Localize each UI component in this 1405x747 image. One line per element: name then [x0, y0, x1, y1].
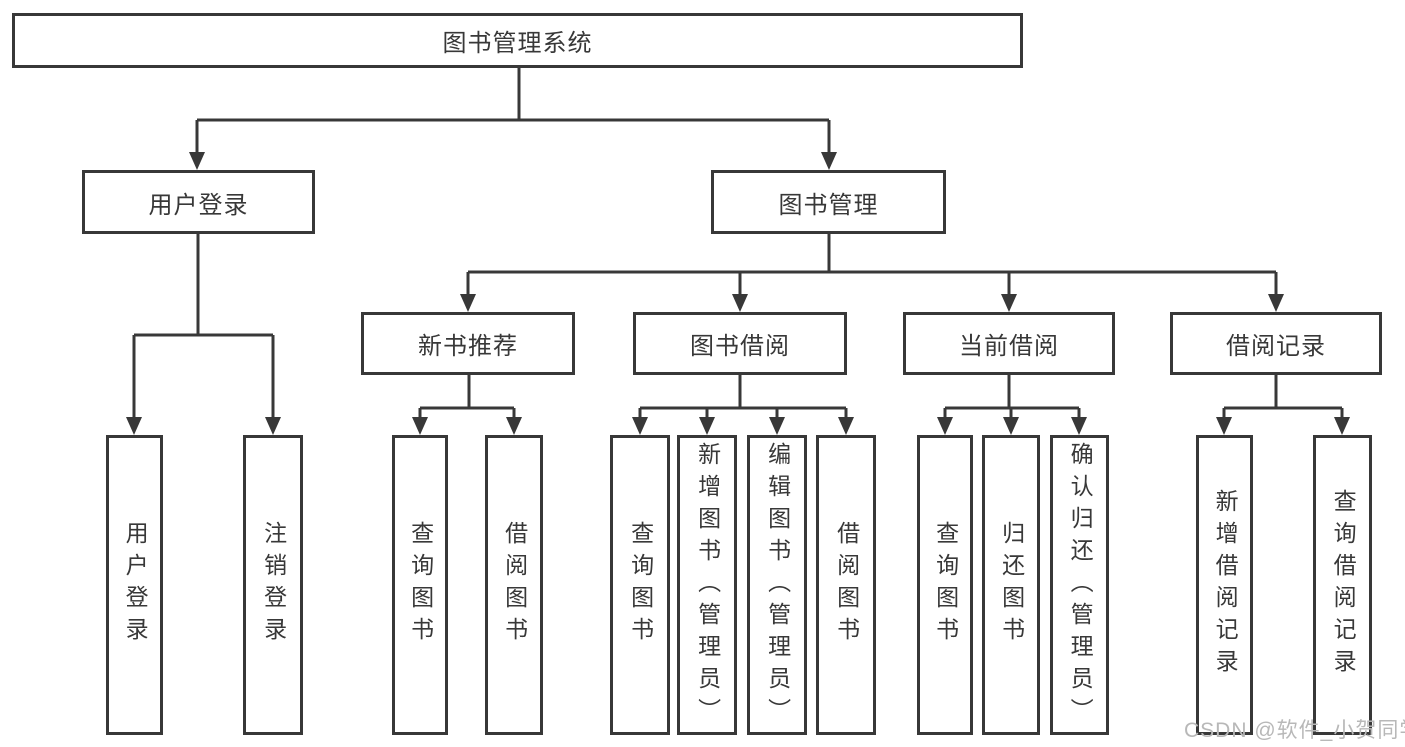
- leaf-edit-books-admin: 编辑图书（管理员）: [747, 435, 807, 735]
- node-borrowing-records: 借阅记录: [1170, 312, 1382, 375]
- leaf-query-books-current: 查询图书: [917, 435, 973, 735]
- connector-current-borrowing: [943, 373, 1081, 422]
- node-book-management: 图书管理: [711, 170, 946, 234]
- connector-lines: [132, 66, 1344, 422]
- connector-borrowing-records: [1222, 373, 1344, 422]
- leaf-borrow-books-recommend: 借阅图书: [485, 435, 543, 735]
- node-user-login: 用户登录: [82, 170, 315, 234]
- csdn-watermark: CSDN @软件_小贺同学: [1184, 719, 1405, 742]
- leaf-add-borrow-record: 新增借阅记录: [1196, 435, 1253, 735]
- leaf-logout-login: 注销登录: [243, 435, 303, 735]
- node-library-system: 图书管理系统: [12, 13, 1023, 68]
- leaf-confirm-return-admin: 确认归还（管理员）: [1050, 435, 1109, 735]
- connector-user-login: [132, 232, 275, 422]
- leaf-query-books-borrowing: 查询图书: [610, 435, 670, 735]
- connector-book-management: [466, 232, 1278, 299]
- connector-book-borrowing: [638, 373, 848, 422]
- leaf-query-books-recommend: 查询图书: [392, 435, 448, 735]
- leaf-user-login: 用户登录: [106, 435, 163, 735]
- leaf-return-books: 归还图书: [982, 435, 1040, 735]
- connector-new-book-recommend: [418, 373, 516, 422]
- node-book-borrowing: 图书借阅: [633, 312, 847, 375]
- connector-root: [195, 66, 831, 156]
- node-new-book-recommend: 新书推荐: [361, 312, 575, 375]
- leaf-borrow-books-borrowing: 借阅图书: [816, 435, 876, 735]
- node-current-borrowing: 当前借阅: [903, 312, 1115, 375]
- leaf-add-books-admin: 新增图书（管理员）: [677, 435, 737, 735]
- leaf-query-borrow-record: 查询借阅记录: [1313, 435, 1372, 735]
